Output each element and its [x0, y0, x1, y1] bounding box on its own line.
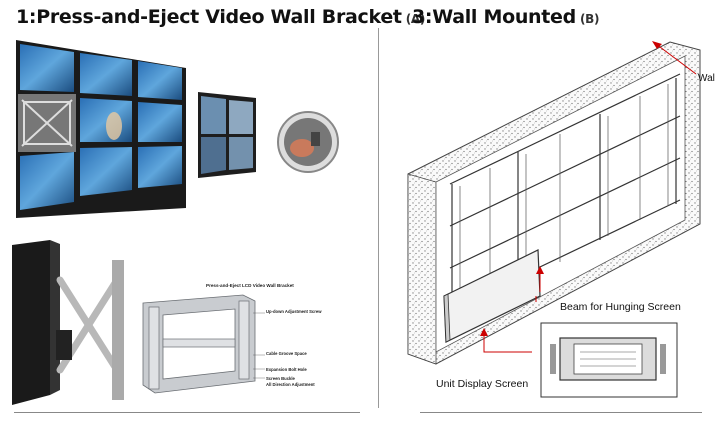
left-bottom-rule — [14, 412, 360, 413]
label-wall: Wal — [698, 73, 715, 84]
left-section-tag: (A) — [405, 12, 426, 26]
right-section-title: 3:Wall Mounted(B) — [412, 6, 600, 28]
label-screen-buckle: Screen Buckle — [266, 376, 295, 381]
center-divider — [378, 28, 379, 408]
bracket-drawing-heading: Press-and-Eject LCD Video Wall Bracket — [206, 283, 294, 288]
screen-detail-inset — [540, 322, 678, 398]
label-cable-groove: Cable Groove Space — [266, 351, 307, 356]
bracket-closeup-photo — [12, 240, 132, 408]
label-updown-screw: Up-down Adjustment Screw — [266, 309, 322, 314]
label-unit-display: Unit Display Screen — [436, 378, 529, 390]
right-bottom-rule — [420, 412, 702, 413]
wall-mount-drawing — [407, 41, 701, 365]
label-all-direction: All Direction Adjustment — [266, 382, 315, 387]
right-section-tag: (B) — [579, 12, 600, 26]
label-expansion-bolt: Expansion Bolt Hole — [266, 367, 307, 372]
label-beam: Beam for Hunging Screen — [560, 301, 681, 313]
left-section-title: 1:Press-and-Eject Video Wall Bracket(A) — [16, 6, 426, 28]
video-wall-photo — [16, 40, 186, 218]
small-wall-photo — [198, 92, 339, 178]
bracket-technical-drawing — [142, 294, 265, 394]
